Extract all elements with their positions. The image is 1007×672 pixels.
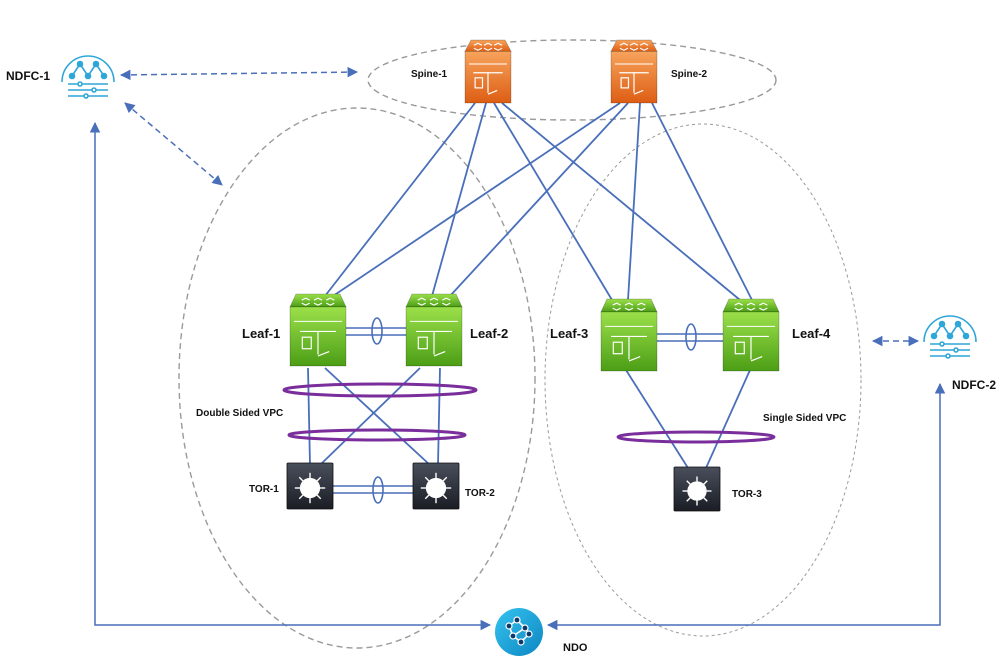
leaf-switch-icon xyxy=(410,297,458,357)
link-leaf3-tor3 xyxy=(625,369,689,469)
leaf-2-node xyxy=(405,293,463,367)
leaf-switch-icon xyxy=(727,302,775,362)
peer-link-ring-tor1-tor2 xyxy=(372,476,384,504)
leaf1-label: Leaf-1 xyxy=(242,326,280,341)
spine-switch-icon xyxy=(469,42,507,95)
peer-link-ring-leaf3-leaf4 xyxy=(685,323,697,351)
link-leaf1-tor1 xyxy=(307,367,311,466)
link-spine1-leaf1 xyxy=(324,102,476,297)
ndfc2-label: NDFC-2 xyxy=(952,378,996,392)
spine1-label: Spine-1 xyxy=(411,69,448,80)
site2-group-ellipse xyxy=(544,123,862,637)
leaf4-label: Leaf-4 xyxy=(792,326,831,341)
nodes xyxy=(61,39,977,656)
leaf-1-node xyxy=(289,293,347,367)
leaf-switch-icon xyxy=(294,297,342,357)
ndfc-2-node xyxy=(923,315,977,359)
leaf-switch-icon xyxy=(605,302,653,362)
vpc-ring-site2 xyxy=(616,430,776,444)
tor-switch-icon xyxy=(420,472,452,504)
ndo-ndfc1-link xyxy=(89,121,492,631)
spine-2-node xyxy=(610,39,658,104)
labels: NDFC-1 NDFC-2 NDO Spine-1 Spine-2 Leaf-1… xyxy=(6,69,996,654)
link-spine1-leaf4 xyxy=(501,102,741,301)
leaf3-label: Leaf-3 xyxy=(550,326,588,341)
ndfc1-site1-dashed-link xyxy=(124,102,223,186)
link-spine1-leaf3 xyxy=(493,102,613,301)
ndo-label: NDO xyxy=(563,642,588,654)
peer-link-ring-leaf1-leaf2 xyxy=(371,317,383,345)
tor-1-node xyxy=(286,462,334,510)
leaf2-label: Leaf-2 xyxy=(470,326,508,341)
ndfc-1-node xyxy=(61,55,115,99)
vpc-rings xyxy=(282,382,776,444)
tor1-label: TOR-1 xyxy=(249,484,279,495)
spine2-label: Spine-2 xyxy=(671,69,708,80)
link-spine2-leaf3 xyxy=(627,102,641,301)
leaf-3-node xyxy=(600,298,658,372)
spine-1-node xyxy=(464,39,512,104)
spine-group-ellipse xyxy=(367,39,777,121)
ndo-ndfc2-link xyxy=(546,382,946,631)
site1-group-ellipse xyxy=(178,107,536,649)
link-leaf2-tor2 xyxy=(437,367,441,466)
vpc-ring-leaf-side xyxy=(282,382,478,398)
spine-leaf-links xyxy=(324,102,753,301)
tor-2-node xyxy=(412,462,460,510)
tor2-label: TOR-2 xyxy=(465,488,495,499)
link-leaf4-tor3 xyxy=(705,369,751,469)
tor-switch-icon xyxy=(294,472,326,504)
double-sided-vpc-label: Double Sided VPC xyxy=(196,408,283,419)
tor-switch-icon xyxy=(682,476,712,506)
spine-switch-icon xyxy=(615,42,653,95)
vpc-peer-links xyxy=(333,327,725,494)
ndfc1-label: NDFC-1 xyxy=(6,69,50,83)
controller-links xyxy=(89,66,946,631)
ndo-orchestrator-icon xyxy=(495,608,543,656)
link-spine2-leaf4 xyxy=(651,102,753,301)
single-sided-vpc-label: Single Sided VPC xyxy=(763,413,846,424)
ndfc1-spine-dashed-link xyxy=(119,66,359,81)
leaf-4-node xyxy=(722,298,780,372)
tor3-label: TOR-3 xyxy=(732,489,762,500)
tor-3-node xyxy=(673,466,721,512)
